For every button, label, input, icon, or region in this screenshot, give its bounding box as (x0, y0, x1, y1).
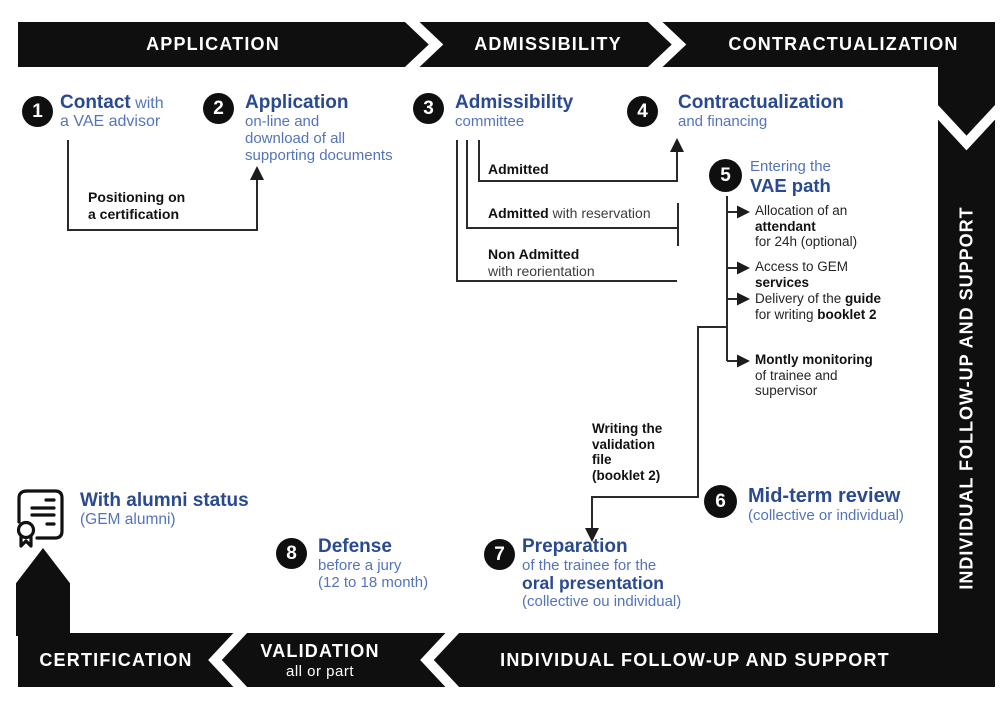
step-2-desc-line: supporting documents (245, 147, 393, 164)
step-5-item-monitoring: Montly monitoring of trainee and supervi… (755, 352, 873, 399)
item-line: for 24h (optional) (755, 234, 858, 249)
step-2-text: Application on-line and download of all … (245, 92, 393, 164)
certificate-icon (16, 489, 64, 548)
step-3-desc: committee (455, 113, 525, 130)
step-7-title: Preparation (522, 536, 628, 557)
step-6-desc: (collective or individual) (748, 507, 904, 524)
step-5-pre: Entering the (750, 158, 831, 175)
step-6-badge: 6 (704, 485, 737, 518)
step-1-desc: a VAE advisor (60, 113, 161, 130)
positioning-label: Positioning on a certification (88, 189, 186, 222)
top-banner-segment-admissibility: ADMISSIBILITY (474, 34, 622, 54)
top-banner-segment-application: APPLICATION (146, 34, 280, 54)
step-8-desc-line: before a jury (318, 557, 402, 574)
step-3-text: Admissibility committee (455, 92, 573, 130)
validation-sublabel: all or part (285, 662, 355, 680)
item-line: attendant (755, 218, 816, 234)
top-banner (18, 22, 995, 67)
step-4-badge: 4 (627, 96, 658, 127)
step-7-desc-line: of the trainee for the (522, 557, 657, 574)
step-5-title: VAE path (750, 175, 831, 196)
writing-validation-file-label: Writing the validation file (booklet 2) (592, 421, 663, 483)
chevron-right-separator-icon (647, 22, 687, 67)
validation-label: VALIDATION (260, 640, 380, 661)
step-7-badge: 7 (484, 539, 515, 570)
step-2-title: Application (245, 92, 349, 113)
non-admitted-label: Non Admitted with reorientation (488, 246, 595, 279)
step-7-text: Preparation of the trainee for the oral … (522, 536, 681, 610)
step-6-text: Mid-term review (collective or individua… (748, 485, 904, 524)
step-1-title-tail: with (130, 95, 164, 112)
item-line: Access to GEM (755, 259, 849, 274)
step-8-desc-line: (12 to 18 month) (318, 574, 429, 591)
step-7-subtitle: oral presentation (522, 573, 664, 593)
item-line: supervisor (755, 383, 818, 398)
step-6-title: Mid-term review (748, 485, 901, 507)
right-banner (938, 22, 995, 687)
bottom-banner (18, 633, 995, 687)
step-1-text: Contact with a VAE advisor (60, 92, 164, 130)
step-5-badge: 5 (709, 159, 742, 192)
step-8-title: Defense (318, 536, 392, 557)
chevron-left-separator-icon (208, 633, 248, 687)
top-banner-segment-contractualization: CONTRACTUALIZATION (728, 34, 959, 54)
step-2-badge: 2 (203, 93, 234, 124)
item-line: of trainee and (755, 367, 838, 383)
step-1-badge: 1 (22, 96, 53, 127)
alumni-title: With alumni status (80, 490, 249, 511)
chevron-left-separator-icon (420, 633, 460, 687)
chevron-right-separator-icon (404, 22, 444, 67)
step-5-item-services: Access to GEM services (755, 259, 848, 290)
step-2-desc-line: on-line and (245, 113, 320, 130)
step-3-badge: 3 (413, 93, 444, 124)
step-8-badge: 8 (276, 538, 307, 569)
step-4-text: Contractualization and financing (678, 92, 844, 130)
bottom-banner-segment-validation: VALIDATION all or part (240, 633, 400, 687)
item-line: services (755, 274, 810, 290)
step-7-desc-line: (collective ou individual) (522, 593, 682, 610)
alumni-subtitle: (GEM alumni) (80, 511, 176, 528)
step-1-title: Contact (60, 92, 131, 113)
chevron-down-separator-icon (938, 104, 995, 151)
bottom-banner-segment-certification: CERTIFICATION (39, 649, 193, 670)
step-3-title: Admissibility (455, 92, 574, 113)
step-8-text: Defense before a jury (12 to 18 month) (318, 536, 428, 591)
bottom-banner-segment-followup: INDIVIDUAL FOLLOW-UP AND SUPPORT (500, 649, 890, 670)
step-2-desc-line: download of all (245, 130, 346, 147)
step-5-item-attendant: Allocation of an attendant for 24h (opti… (755, 203, 857, 250)
admitted-label: Admitted (488, 161, 549, 177)
alumni-text: With alumni status (GEM alumni) (80, 490, 249, 528)
item-line: Allocation of an (755, 203, 848, 218)
step-5-text: Entering the VAE path (750, 158, 831, 196)
step-4-desc: and financing (678, 113, 768, 130)
admitted-reservation-label: Admitted with reservation (488, 205, 651, 221)
step-4-title: Contractualization (678, 92, 844, 113)
item-line: Montly monitoring (755, 352, 873, 367)
step-5-item-guide: Delivery of the guide for writing bookle… (755, 291, 882, 322)
